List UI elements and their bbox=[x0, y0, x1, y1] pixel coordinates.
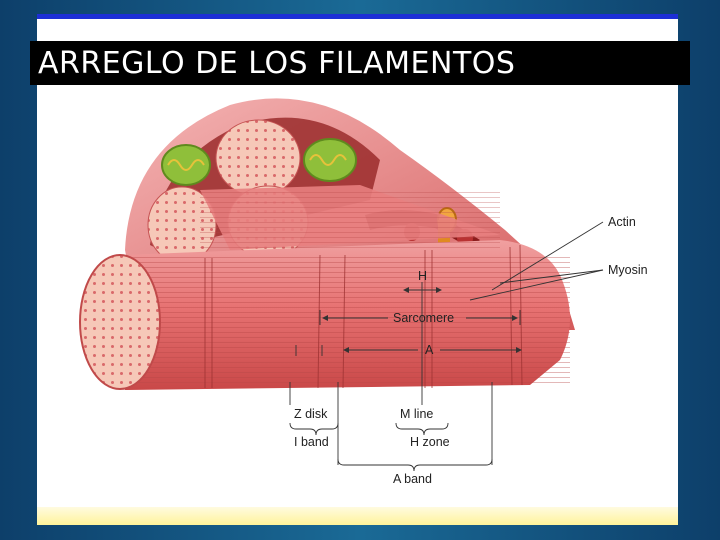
label-a: A bbox=[425, 343, 434, 357]
label-i-band: I band bbox=[294, 435, 329, 449]
label-actin: Actin bbox=[608, 215, 636, 229]
page-title: ARREGLO DE LOS FILAMENTOS bbox=[38, 46, 515, 81]
label-z-disk: Z disk bbox=[294, 407, 328, 421]
title-bar: ARREGLO DE LOS FILAMENTOS bbox=[30, 41, 690, 85]
label-sarcomere: Sarcomere bbox=[393, 311, 454, 325]
label-m-line: M line bbox=[400, 407, 433, 421]
label-myosin: Myosin bbox=[608, 263, 648, 277]
label-a-band: A band bbox=[393, 472, 432, 486]
label-h: H bbox=[418, 269, 427, 283]
label-h-zone: H zone bbox=[410, 435, 450, 449]
fiber-cross-section bbox=[80, 255, 160, 389]
